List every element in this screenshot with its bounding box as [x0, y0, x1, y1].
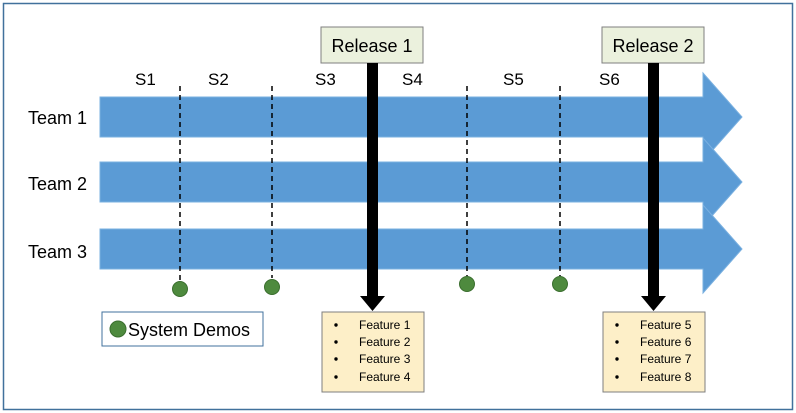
bullet-icon — [334, 340, 338, 344]
feature-item: Feature 4 — [359, 370, 411, 384]
feature-item: Feature 6 — [640, 335, 692, 349]
bullet-icon — [615, 340, 619, 344]
bullet-icon — [334, 375, 338, 379]
sprint-label-2: S2 — [208, 70, 229, 89]
system-demo-dot — [552, 276, 568, 292]
release-2-box — [601, 26, 705, 64]
legend-box — [101, 311, 264, 347]
feature-item: Feature 7 — [640, 352, 692, 366]
legend-demo-dot-icon — [109, 320, 127, 338]
sprint-label-3: S3 — [315, 70, 336, 89]
sprint-label-6: S6 — [599, 70, 620, 89]
team-label-2: Team 2 — [28, 174, 87, 194]
sprint-label-1: S1 — [135, 70, 156, 89]
feature-item: Feature 3 — [359, 352, 411, 366]
system-demo-dot — [264, 279, 280, 295]
bullet-icon — [334, 323, 338, 327]
release-1-label: Release 1 — [331, 36, 412, 56]
release-2-arrow — [641, 63, 666, 311]
system-demo-dot — [172, 281, 188, 297]
bullet-icon — [615, 357, 619, 361]
release-2-label: Release 2 — [612, 36, 693, 56]
sprint-label-4: S4 — [402, 70, 423, 89]
sprint-label-5: S5 — [503, 70, 524, 89]
feature-item: Feature 8 — [640, 370, 692, 384]
team-1-arrow — [99, 71, 743, 163]
feature-item: Feature 2 — [359, 335, 411, 349]
release-1-arrow — [360, 63, 385, 311]
bullet-icon — [334, 357, 338, 361]
release-2-features-box — [602, 311, 706, 393]
release-1-features-box — [321, 311, 425, 393]
feature-item: Feature 5 — [640, 318, 692, 332]
system-demo-dot — [459, 276, 475, 292]
release-1-box — [320, 26, 424, 64]
bullet-icon — [615, 323, 619, 327]
legend-label: System Demos — [128, 320, 250, 340]
team-3-arrow — [99, 203, 743, 295]
team-label-1: Team 1 — [28, 108, 87, 128]
bullet-icon — [615, 375, 619, 379]
feature-item: Feature 1 — [359, 318, 411, 332]
team-label-3: Team 3 — [28, 242, 87, 262]
team-2-arrow — [99, 136, 743, 228]
